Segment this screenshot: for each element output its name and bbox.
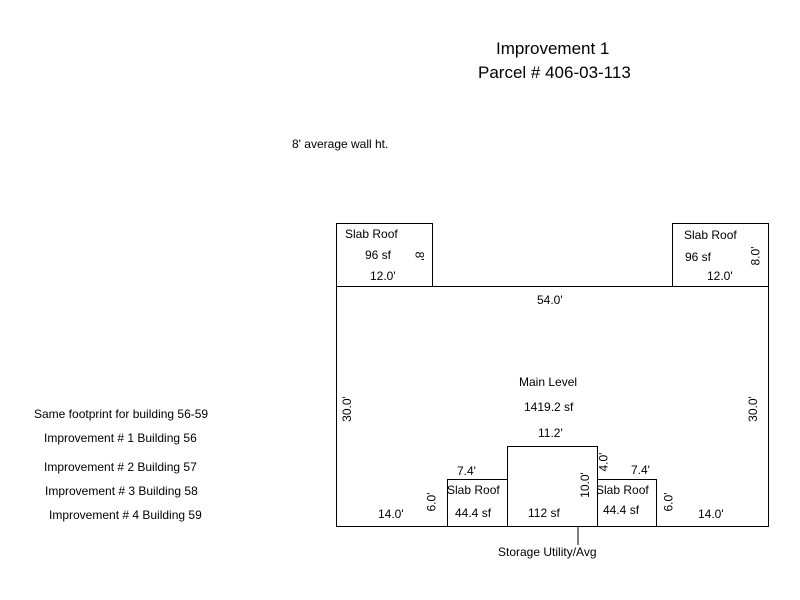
improvement-note-2: Improvement # 2 Building 57 bbox=[44, 460, 197, 474]
footprint-note: Same footprint for building 56-59 bbox=[34, 407, 209, 421]
slab-roof-bottom-left-width: 7.4' bbox=[457, 464, 476, 478]
slab-roof-bottom-left-name: Slab Roof bbox=[447, 483, 500, 497]
wall-height-note: 8' average wall ht. bbox=[292, 137, 389, 151]
improvement-note-4: Improvement # 4 Building 59 bbox=[49, 508, 202, 522]
slab-roof-top-right-width: 12.0' bbox=[707, 269, 733, 283]
slab-roof-top-left-width: 12.0' bbox=[370, 269, 396, 283]
parcel-number: Parcel # 406-03-113 bbox=[478, 63, 631, 82]
storage-width: 11.2' bbox=[538, 426, 563, 440]
slab-roof-bottom-right-outline bbox=[597, 479, 657, 527]
main-level-width: 54.0' bbox=[537, 293, 563, 307]
slab-roof-top-left-name: Slab Roof bbox=[345, 227, 398, 241]
slab-roof-top-right-outline bbox=[672, 223, 769, 287]
storage-area: 112 sf bbox=[528, 506, 560, 520]
storage-callout-label: Storage Utility/Avg bbox=[498, 545, 597, 559]
main-level-area: 1419.2 sf bbox=[524, 400, 574, 414]
main-level-bottom-right-length: 14.0' bbox=[698, 507, 724, 521]
slab-roof-bottom-right-width: 7.4' bbox=[631, 463, 650, 477]
slab-roof-bottom-left-area: 44.4 sf bbox=[455, 506, 492, 520]
slab-roof-top-right-name: Slab Roof bbox=[684, 228, 737, 242]
improvement-note-3: Improvement # 3 Building 58 bbox=[45, 484, 198, 498]
slab-roof-bottom-right-area: 44.4 sf bbox=[603, 503, 640, 517]
slab-roof-bottom-left-outline bbox=[447, 479, 508, 527]
slab-roof-top-right-area: 96 sf bbox=[685, 250, 712, 264]
slab-roof-top-left-outline bbox=[336, 223, 433, 287]
improvement-note-1: Improvement # 1 Building 56 bbox=[44, 431, 197, 445]
slab-roof-bottom-right-name: Slab Roof bbox=[596, 483, 649, 497]
main-level-bottom-left-length: 14.0' bbox=[378, 507, 404, 521]
main-level-name: Main Level bbox=[519, 375, 578, 389]
slab-roof-top-left-area: 96 sf bbox=[365, 248, 392, 262]
diagram-title: Improvement 1 bbox=[496, 39, 610, 58]
